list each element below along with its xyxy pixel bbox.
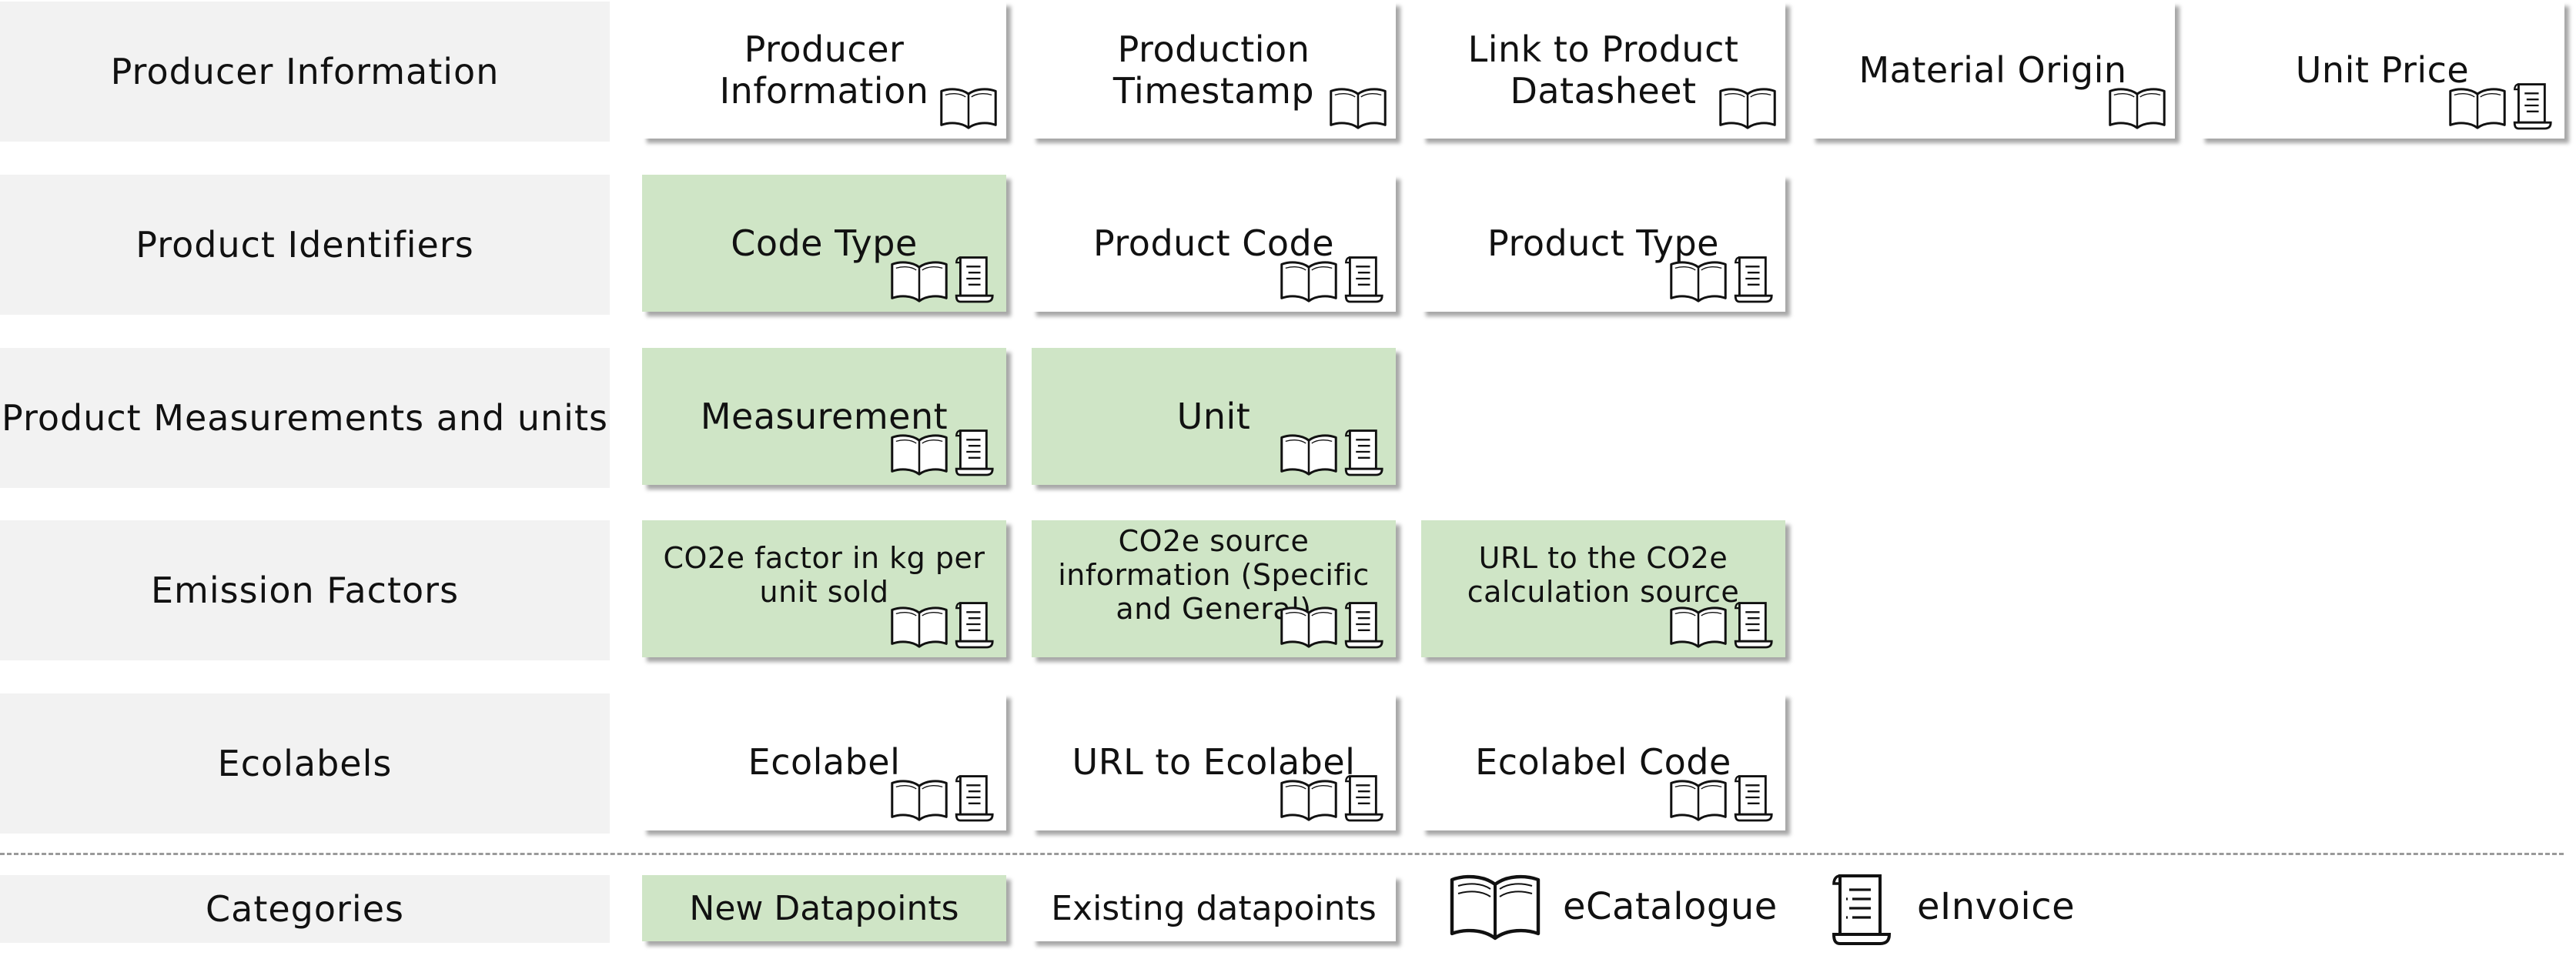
- einvoice-scroll-icon: [1342, 599, 1388, 650]
- ecatalogue-book-icon: [1447, 872, 1543, 946]
- source-icons: [1279, 599, 1388, 650]
- ecatalogue-book-icon: [1279, 259, 1339, 304]
- datapoint-card: Ecolabel: [642, 693, 1006, 830]
- legend-existing-datapoints: Existing datapoints: [1032, 875, 1396, 941]
- row-label: Product Measurements and units: [0, 348, 610, 488]
- datapoint-card: Product Type: [1421, 175, 1785, 312]
- source-icons: [889, 772, 999, 823]
- ecatalogue-book-icon: [889, 433, 949, 477]
- legend-new-datapoints: New Datapoints: [642, 875, 1006, 941]
- datapoint-card: CO2e source information (Specific and Ge…: [1032, 520, 1396, 657]
- datapoint-label: Ecolabel Code: [1475, 741, 1731, 783]
- ecatalogue-book-icon: [2107, 86, 2167, 131]
- datapoint-card: Unit: [1032, 348, 1396, 485]
- ecatalogue-book-icon: [1328, 86, 1388, 131]
- ecatalogue-book-icon: [889, 778, 949, 823]
- source-icons: [1279, 426, 1388, 477]
- source-icons: [889, 599, 999, 650]
- datapoint-label: Material Origin: [1858, 49, 2127, 91]
- source-icons: [2107, 86, 2167, 131]
- datapoint-label: Measurement: [700, 396, 948, 437]
- datapoint-label: CO2e source information (Specific and Ge…: [1058, 524, 1370, 626]
- ecatalogue-book-icon: [1668, 605, 1728, 650]
- einvoice-scroll-icon: [1342, 253, 1388, 304]
- einvoice-scroll-icon: [952, 772, 999, 823]
- einvoice-scroll-icon: [1342, 426, 1388, 477]
- source-icons: [1668, 253, 1778, 304]
- source-icons: [1279, 253, 1388, 304]
- source-icons: [889, 426, 999, 477]
- ecatalogue-book-icon: [1279, 778, 1339, 823]
- einvoice-scroll-icon: [952, 426, 999, 477]
- ecatalogue-book-icon: [938, 86, 999, 131]
- einvoice-scroll-icon: [1342, 772, 1388, 823]
- datapoint-card: Measurement: [642, 348, 1006, 485]
- datapoint-label: Unit Price: [2295, 49, 2470, 91]
- source-icons: [1668, 599, 1778, 650]
- datapoint-card: Production Timestamp: [1032, 2, 1396, 139]
- datapoint-card: Ecolabel Code: [1421, 693, 1785, 830]
- datapoint-label: Code Type: [731, 222, 918, 264]
- datapoint-card: CO2e factor in kg per unit sold: [642, 520, 1006, 657]
- datapoint-label: URL to Ecolabel: [1072, 741, 1356, 783]
- einvoice-scroll-icon: [952, 253, 999, 304]
- datapoint-card: Product Code: [1032, 175, 1396, 312]
- legend-divider: [0, 853, 2564, 855]
- row-label: Emission Factors: [0, 520, 610, 660]
- einvoice-scroll-icon: [1731, 599, 1778, 650]
- ecatalogue-book-icon: [2447, 86, 2507, 131]
- source-icons: [889, 253, 999, 304]
- datapoint-card: URL to Ecolabel: [1032, 693, 1396, 830]
- datapoint-label: Ecolabel: [748, 741, 901, 783]
- einvoice-scroll-icon: [1828, 870, 1899, 950]
- datapoint-label: CO2e factor in kg per unit sold: [663, 541, 985, 609]
- einvoice-scroll-icon: [1731, 253, 1778, 304]
- einvoice-scroll-icon: [1731, 772, 1778, 823]
- datapoint-card: Material Origin: [1811, 2, 2175, 139]
- source-icons: [2447, 80, 2557, 131]
- datapoint-card: Producer Information: [642, 2, 1006, 139]
- einvoice-scroll-icon: [2511, 80, 2557, 131]
- source-icons: [1668, 772, 1778, 823]
- datapoint-card: Unit Price: [2200, 2, 2564, 139]
- source-icons: [1328, 86, 1388, 131]
- einvoice-scroll-icon: [952, 599, 999, 650]
- ecatalogue-book-icon: [1279, 433, 1339, 477]
- datapoint-label: Unit: [1176, 396, 1251, 437]
- legend-categories-label: Categories: [0, 875, 610, 943]
- datapoint-label: Product Type: [1487, 222, 1719, 264]
- ecatalogue-book-icon: [1668, 778, 1728, 823]
- legend-einvoice-label: eInvoice: [1917, 885, 2076, 928]
- ecatalogue-book-icon: [1279, 605, 1339, 650]
- datapoint-label: Production Timestamp: [1112, 28, 1315, 112]
- datapoint-card: URL to the CO2e calculation source: [1421, 520, 1785, 657]
- row-label: Ecolabels: [0, 693, 610, 834]
- datapoint-card: Code Type: [642, 175, 1006, 312]
- ecatalogue-book-icon: [889, 259, 949, 304]
- datapoint-card: Link to Product Datasheet: [1421, 2, 1785, 139]
- row-label: Product Identifiers: [0, 175, 610, 315]
- legend-ecatalogue-label: eCatalogue: [1563, 885, 1778, 928]
- row-label: Producer Information: [0, 2, 610, 142]
- source-icons: [1279, 772, 1388, 823]
- ecatalogue-book-icon: [1668, 259, 1728, 304]
- datapoint-label: URL to the CO2e calculation source: [1467, 541, 1740, 609]
- datapoint-label: Link to Product Datasheet: [1467, 28, 1739, 112]
- source-icons: [1718, 86, 1778, 131]
- datapoint-label: Product Code: [1092, 222, 1335, 264]
- ecatalogue-book-icon: [1718, 86, 1778, 131]
- datapoint-label: Producer Information: [719, 28, 929, 112]
- source-icons: [938, 86, 999, 131]
- ecatalogue-book-icon: [889, 605, 949, 650]
